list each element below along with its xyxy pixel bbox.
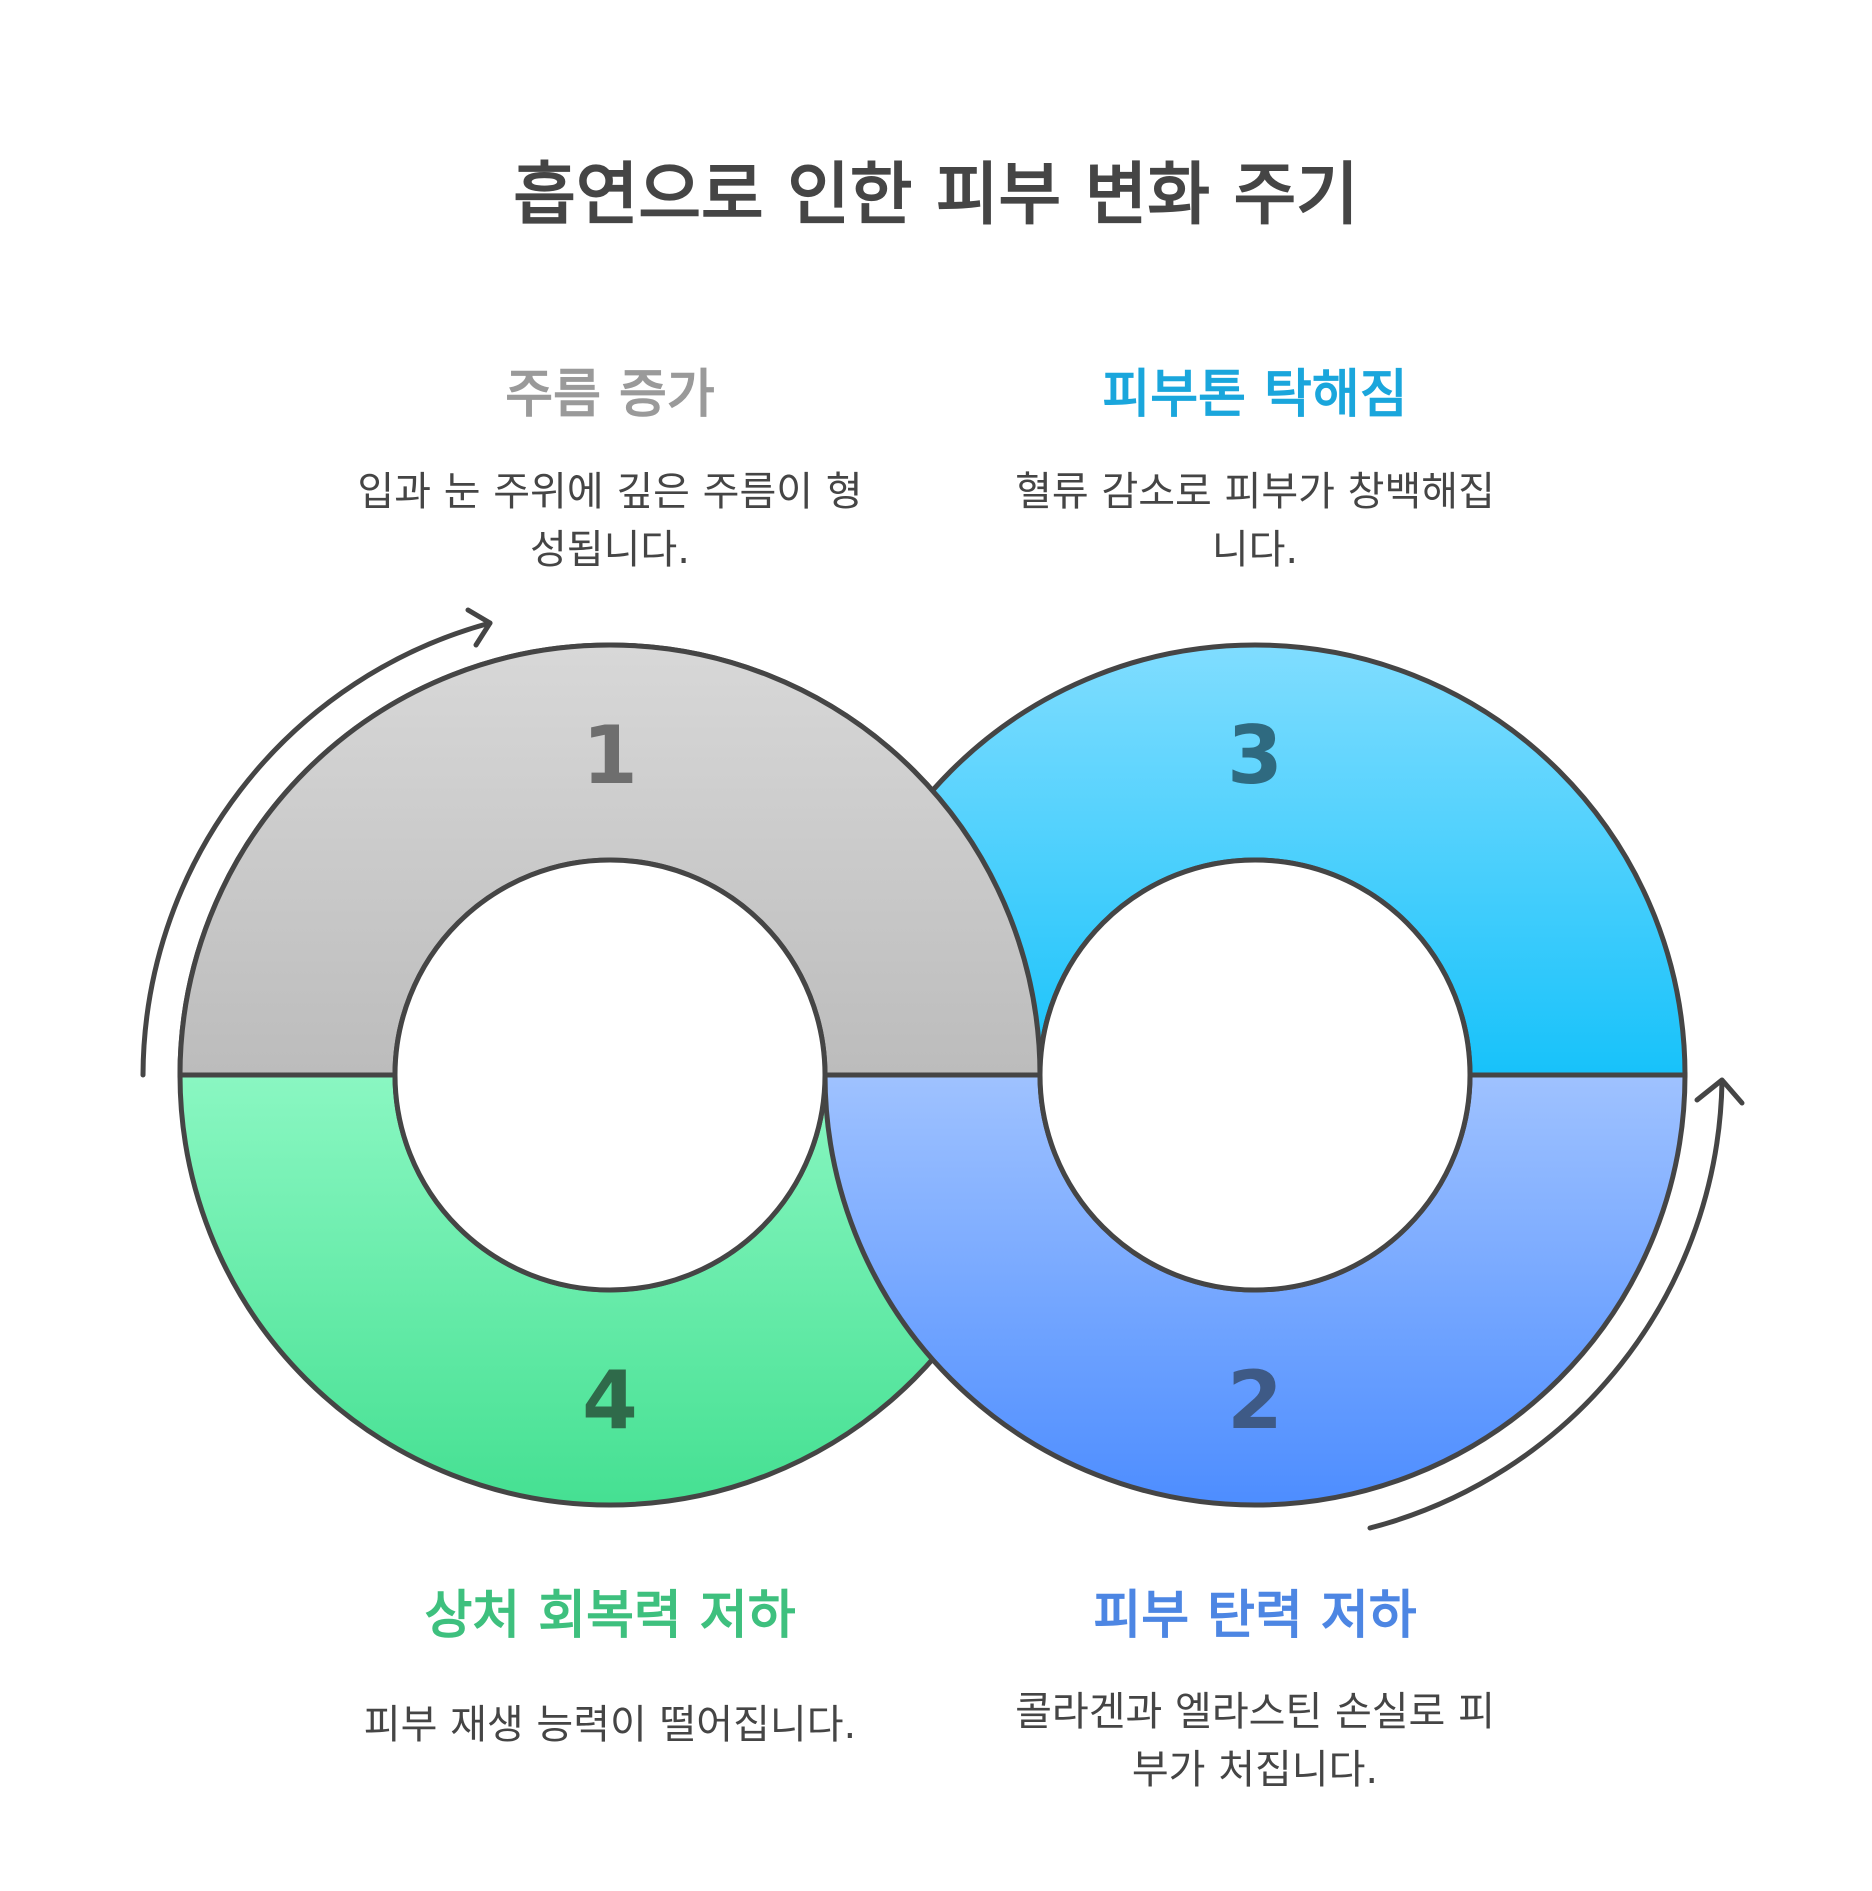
- step-number-4: 4: [582, 1354, 638, 1447]
- step-heading-4: 상처 회복력 저하: [424, 1586, 795, 1646]
- step-heading-3: 피부톤 탁해짐: [1102, 365, 1407, 425]
- step-number-2: 2: [1227, 1354, 1283, 1447]
- cycle-arrow-left-icon: [140, 607, 493, 1078]
- step-desc-2-line-2: 부가 처집니다.: [1132, 1747, 1378, 1793]
- step-desc-2-line-1: 콜라겐과 엘라스틴 손실로 피: [1015, 1689, 1495, 1735]
- cycle-arrow-right-icon: [1367, 1077, 1745, 1531]
- diagram-title: 흡연으로 인한 피부 변화 주기: [513, 156, 1358, 235]
- step-heading-1: 주름 증가: [505, 365, 715, 425]
- left-ring-hole: [392, 857, 828, 1293]
- step-number-3: 3: [1227, 709, 1283, 802]
- step-desc-1-line-1: 입과 눈 주위에 깊은 주름이 형: [357, 469, 862, 515]
- step-desc-1-line-2: 성됩니다.: [530, 527, 690, 573]
- step-desc-3-line-2: 니다.: [1212, 527, 1298, 573]
- step-number-1: 1: [582, 709, 638, 802]
- right-ring-hole: [1037, 857, 1473, 1293]
- step-heading-2: 피부 탄력 저하: [1093, 1586, 1416, 1646]
- step-desc-3-line-1: 혈류 감소로 피부가 창백해집: [1015, 469, 1495, 515]
- step-desc-4-line-1: 피부 재생 능력이 떨어집니다.: [364, 1702, 856, 1748]
